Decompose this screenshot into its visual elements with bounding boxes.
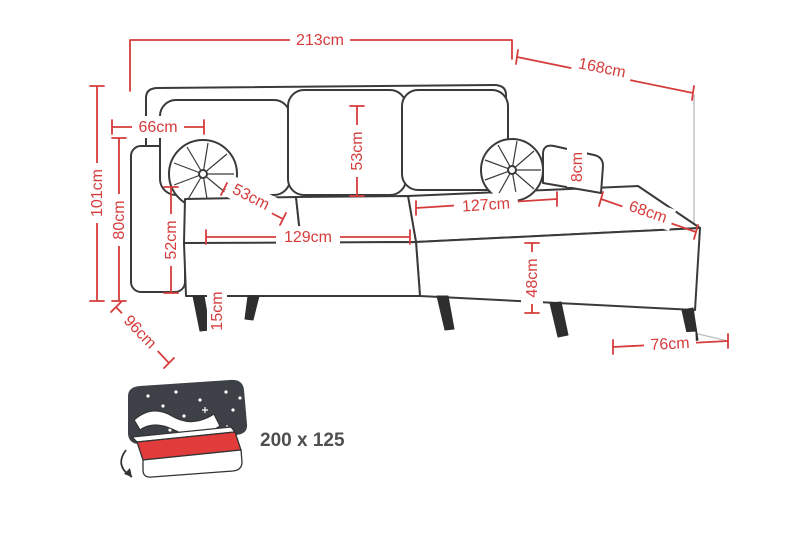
dim-label-total-width: 213cm [296,32,344,49]
dim-label-seat-width: 129cm [284,229,332,246]
dim-back-cushion-height: 53cm [346,105,368,197]
round-pillow-right [480,138,544,202]
dim-label-chaise-height: 48cm [524,258,541,297]
perspective-guides [693,95,729,342]
dim-label-back-height: 80cm [111,200,128,239]
dim-armrest-width: 8cm [567,147,587,187]
dim-back-cushion-width: 66cm [111,116,205,138]
dim-total-height: 101cm [86,85,108,302]
dim-label-leg-height: 15cm [209,291,226,330]
sofa-back-panel [145,84,507,219]
dim-side-depth: 96cm [110,301,175,369]
lift-arrow-head [124,468,132,477]
dim-label-back-cushion-width: 66cm [138,119,177,136]
dim-arm-height: 52cm [160,186,182,294]
dim-chaise-end-width: 76cm [612,331,729,357]
dim-chaise-height: 48cm [521,242,543,314]
dim-total-width: 213cm [129,29,513,92]
dim-seat-width: 129cm [205,226,411,248]
dim-label-armrest-width: 8cm [569,152,586,182]
chaise-front [415,227,701,311]
dimension-annotations: 213cm 168cm 101cm 80cm [86,29,729,369]
dim-label-arm-height: 52cm [163,220,180,259]
dim-label-chaise-end-width: 76cm [650,335,690,354]
dim-label-chaise-length: 127cm [461,195,510,215]
bed-base [142,449,243,478]
dim-leg-height: 15cm [207,289,227,333]
dim-total-depth: 168cm [515,49,695,101]
dim-chaise-length: 127cm [415,191,558,219]
sofa-front-panel [183,241,421,297]
bed-storage-icon: 200 x 125 [120,379,345,478]
dim-label-back-cushion-height: 53cm [349,131,366,170]
round-pillow-left [168,139,238,209]
sleeping-area-label: 200 x 125 [260,430,345,451]
dim-label-total-height: 101cm [89,169,106,217]
dim-back-height: 80cm [108,137,130,302]
blanket-fold [133,410,221,436]
